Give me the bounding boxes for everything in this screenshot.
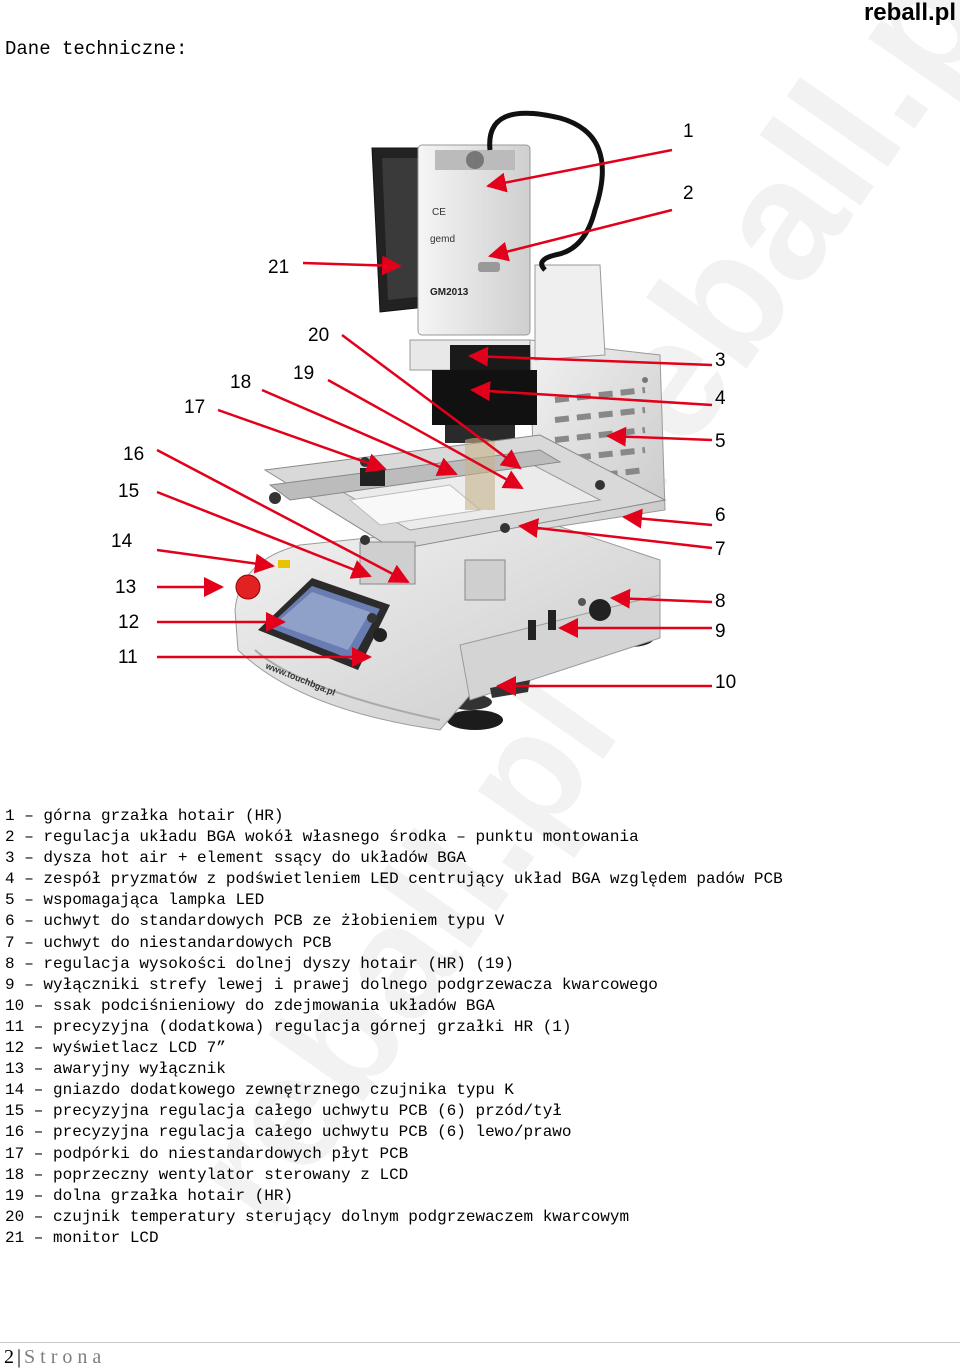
model-label: GM2013	[430, 287, 469, 298]
callout-14: 14	[111, 531, 133, 552]
callout-7: 7	[715, 539, 726, 560]
callout-21: 21	[268, 257, 290, 278]
callout-13: 13	[115, 577, 137, 598]
legend-item: 7 – uchwyt do niestandardowych PCB	[5, 933, 332, 952]
rework-station-illustration: CE gemd GM2013	[156, 110, 713, 731]
callout-18: 18	[230, 372, 252, 393]
product-figure: CE gemd GM2013	[0, 90, 960, 770]
legend-item: 6 – uchwyt do standardowych PCB ze żłobi…	[5, 912, 505, 931]
callout-6: 6	[715, 505, 726, 526]
callout-11: 11	[118, 647, 138, 668]
callout-16: 16	[123, 444, 145, 465]
footer-divider	[0, 1342, 960, 1343]
callout-12: 12	[118, 612, 140, 633]
callout-5: 5	[715, 431, 726, 452]
callout-10: 10	[715, 672, 737, 693]
callout-20: 20	[308, 325, 330, 346]
legend-item: 4 – zespół pryzmatów z podświetleniem LE…	[5, 870, 783, 889]
legend-item: 20 – czujnik temperatury sterujący dolny…	[5, 1207, 630, 1226]
legend-item: 15 – precyzyjna regulacja całego uchwytu…	[5, 1102, 562, 1121]
callout-arrows	[156, 148, 713, 696]
legend-item: 5 – wspomagająca lampka LED	[5, 891, 265, 910]
heater-cable	[487, 110, 605, 272]
page-footer: 2|Strona	[4, 1346, 106, 1369]
page-number: 2	[4, 1346, 14, 1368]
page-title: Dane techniczne:	[5, 38, 188, 60]
machine-base	[234, 519, 661, 731]
legend-item: 18 – poprzeczny wentylator sterowany z L…	[5, 1165, 409, 1184]
callout-3: 3	[715, 350, 726, 371]
callout-15: 15	[118, 481, 140, 502]
legend-item: 11 – precyzyjna (dodatkowa) regulacja gó…	[5, 1017, 572, 1036]
brand-logo: reball.pl	[863, 0, 956, 26]
legend-item: 10 – ssak podciśnieniowy do zdejmowania …	[5, 996, 495, 1015]
legend-item: 14 – gniazdo dodatkowego zewnętrznego cz…	[5, 1081, 514, 1100]
legend-item: 3 – dysza hot air + element ssący do ukł…	[5, 849, 466, 868]
legend-item: 13 – awaryjny wyłącznik	[5, 1060, 226, 1079]
legend-item: 12 – wyświetlacz LCD 7”	[5, 1039, 226, 1058]
callout-1: 1	[683, 121, 694, 142]
parts-legend: 1 – górna grzałka hotair (HR) 2 – regula…	[5, 806, 783, 1249]
legend-item: 21 – monitor LCD	[5, 1228, 159, 1247]
callout-8: 8	[715, 591, 726, 612]
callout-9: 9	[715, 621, 726, 642]
legend-item: 19 – dolna grzałka hotair (HR)	[5, 1186, 294, 1205]
footer-page-word: Strona	[24, 1346, 107, 1368]
legend-item: 17 – podpórki do niestandardowych płyt P…	[5, 1144, 409, 1163]
legend-item: 2 – regulacja układu BGA wokół własnego …	[5, 828, 639, 847]
callout-17: 17	[184, 397, 206, 418]
legend-item: 9 – wyłączniki strefy lewej i prawej dol…	[5, 975, 658, 994]
maker-mark: gemd	[430, 234, 455, 245]
callout-4: 4	[715, 388, 726, 409]
legend-item: 1 – górna grzałka hotair (HR)	[5, 807, 284, 825]
callout-19: 19	[293, 363, 315, 384]
footer-separator: |	[17, 1346, 22, 1368]
legend-item: 8 – regulacja wysokości dolnej dyszy hot…	[5, 954, 514, 973]
legend-item: 16 – precyzyjna regulacja całego uchwytu…	[5, 1123, 572, 1142]
ce-mark: CE	[432, 207, 446, 218]
callout-2: 2	[683, 183, 694, 204]
